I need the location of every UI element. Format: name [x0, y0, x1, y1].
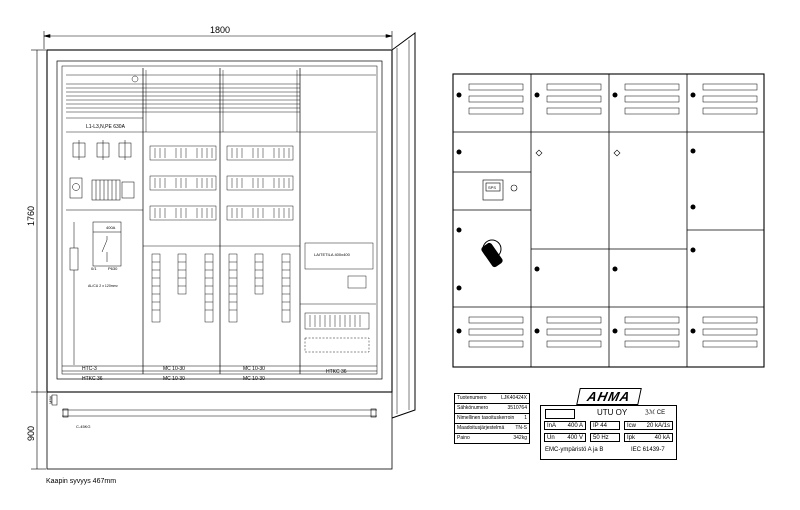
height-dimension: 1760 — [26, 206, 36, 226]
socket-label: LAITETILA 400x400 — [314, 252, 351, 257]
rating-cell: Ipk 40 kA — [624, 433, 673, 442]
info-value: LJK40424X — [501, 395, 527, 401]
dimension-lines — [31, 31, 393, 470]
info-value: 3510764 — [507, 405, 527, 411]
main-fuse-group — [66, 140, 143, 365]
hinges — [535, 149, 621, 157]
rating-label: Ipk — [627, 435, 636, 441]
section-label-bar — [62, 365, 377, 372]
depth-note: Kaapin syvyys 467mm — [46, 478, 116, 485]
rating-cell: Un 400 V — [544, 433, 586, 442]
rating-cell: InA 400 A — [544, 421, 586, 430]
rating-value: 400 V — [567, 435, 583, 441]
cabinet-outline — [46, 32, 416, 470]
closed-cabinet — [452, 73, 765, 368]
section-3-bottom: MC 10-30 — [243, 376, 265, 382]
door-locks — [456, 92, 696, 334]
meter — [482, 179, 518, 201]
main-switch-handle — [481, 239, 503, 268]
switch-label-a: 0/1 — [91, 266, 97, 271]
approval-marks: ℨℳ CE — [645, 410, 666, 416]
info-row: Nimellinen tasoituskerroin 1 — [455, 414, 529, 424]
busbar-area — [66, 68, 376, 374]
company-name: UTU OY — [597, 408, 628, 417]
info-row: Paino 342kg — [455, 434, 529, 443]
info-label: Sähkönumero — [457, 405, 489, 411]
rating-label: IP 44 — [593, 423, 607, 429]
width-dimension: 1800 — [210, 25, 230, 35]
section-2-top: MC 10-30 — [163, 366, 185, 372]
rating-label: Un — [547, 435, 555, 441]
fuse-rating: 400A — [106, 225, 116, 230]
rating-value: 400 A — [567, 423, 583, 429]
meter-label: SPS — [488, 185, 496, 190]
info-row: Maadoitusjärjestelmä TN-S — [455, 424, 529, 434]
section-4-bottom: HTKC 36 — [326, 369, 347, 375]
ventilation-louvres — [468, 83, 758, 348]
standard-note: IEC 61439-7 — [631, 447, 665, 453]
rating-label: 50 Hz — [593, 435, 609, 441]
plate-blank-box — [545, 409, 575, 419]
switch-label-b: P630 — [108, 266, 118, 271]
rating-label: Icw — [627, 423, 636, 429]
info-value: TN-S — [515, 425, 527, 431]
equipment-space — [300, 242, 376, 353]
info-label: Paino — [457, 435, 470, 441]
rating-cell: Icw 20 kA/1s — [624, 421, 673, 430]
info-row: Sähkönumero 3510764 — [455, 404, 529, 414]
info-label: Nimellinen tasoituskerroin — [457, 415, 515, 421]
brand-logo: AHMA — [576, 388, 642, 405]
info-value: 342kg — [513, 435, 527, 441]
section-2-bottom: MC 10-30 — [163, 376, 185, 382]
rating-value: 40 kA — [654, 435, 670, 441]
busbar-label: L1-L3,N,PE 630A — [86, 124, 126, 130]
section-3-top: MC 10-30 — [243, 366, 265, 372]
section-1-bottom: HTKC 36 — [82, 376, 103, 382]
info-label: Tuotenumero — [457, 395, 487, 401]
cable-label: AL/CU 2 x 120mm² — [88, 284, 119, 288]
mcb-rows — [143, 145, 300, 323]
rating-cell: IP 44 — [590, 421, 620, 430]
section-1-top: HTC-3 — [82, 366, 97, 372]
emc-note: EMC-ympäristö A ja B — [545, 447, 604, 453]
base-height-dimension: 900 — [26, 426, 36, 441]
base-label: C-45KG — [76, 424, 90, 429]
rating-cell: 50 Hz — [590, 433, 620, 442]
info-value: 1 — [524, 415, 527, 421]
rating-value: 20 kA/1s — [646, 423, 670, 429]
mbk-label: MBK — [48, 395, 53, 404]
rating-label: InA — [547, 423, 557, 429]
info-row: Tuotenumero LJK40424X — [455, 394, 529, 404]
info-label: Maadoitusjärjestelmä — [457, 425, 505, 431]
